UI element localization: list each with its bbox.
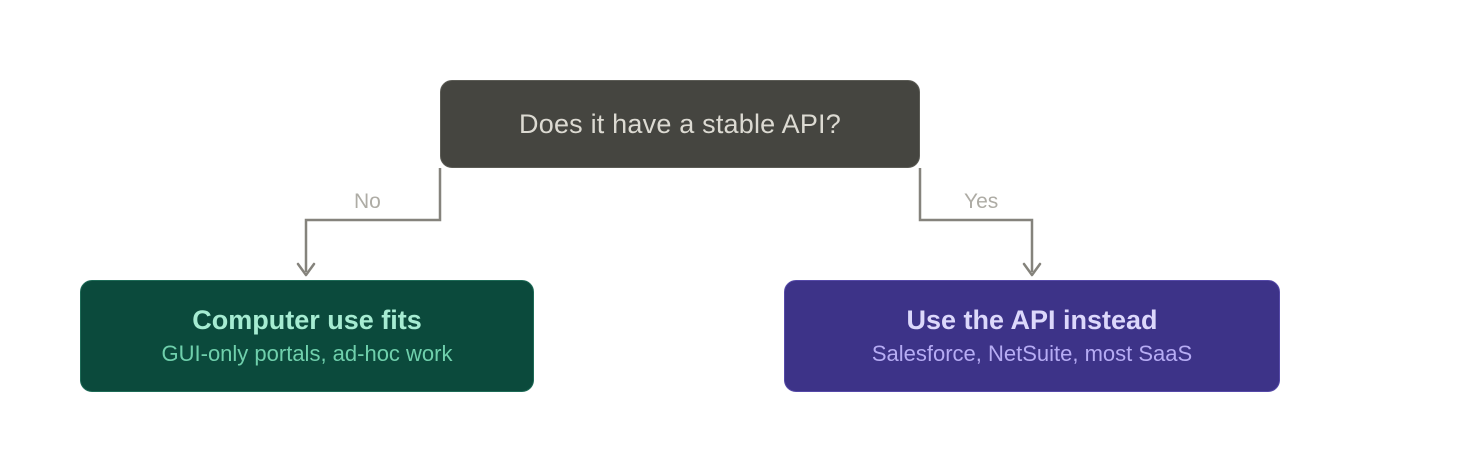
outcome-title-computer-use: Computer use fits — [192, 305, 422, 335]
outcome-subtitle-api: Salesforce, NetSuite, most SaaS — [871, 341, 1193, 366]
outcome-node-api: Use the API instead Salesforce, NetSuite… — [784, 280, 1280, 392]
arrowhead-yes-icon — [1022, 262, 1042, 277]
arrowhead-no-icon — [296, 262, 316, 277]
question-text: Does it have a stable API? — [519, 108, 841, 139]
edge-label-yes: Yes — [964, 190, 999, 213]
question-node: Does it have a stable API? — [440, 80, 920, 168]
connector-no — [304, 168, 442, 272]
connector-yes — [918, 168, 1034, 272]
outcome-node-computer-use: Computer use fits GUI-only portals, ad-h… — [80, 280, 534, 392]
outcome-title-api: Use the API instead — [906, 305, 1158, 335]
edge-label-no: No — [354, 190, 381, 213]
outcome-subtitle-computer-use: GUI-only portals, ad-hoc work — [161, 341, 453, 366]
